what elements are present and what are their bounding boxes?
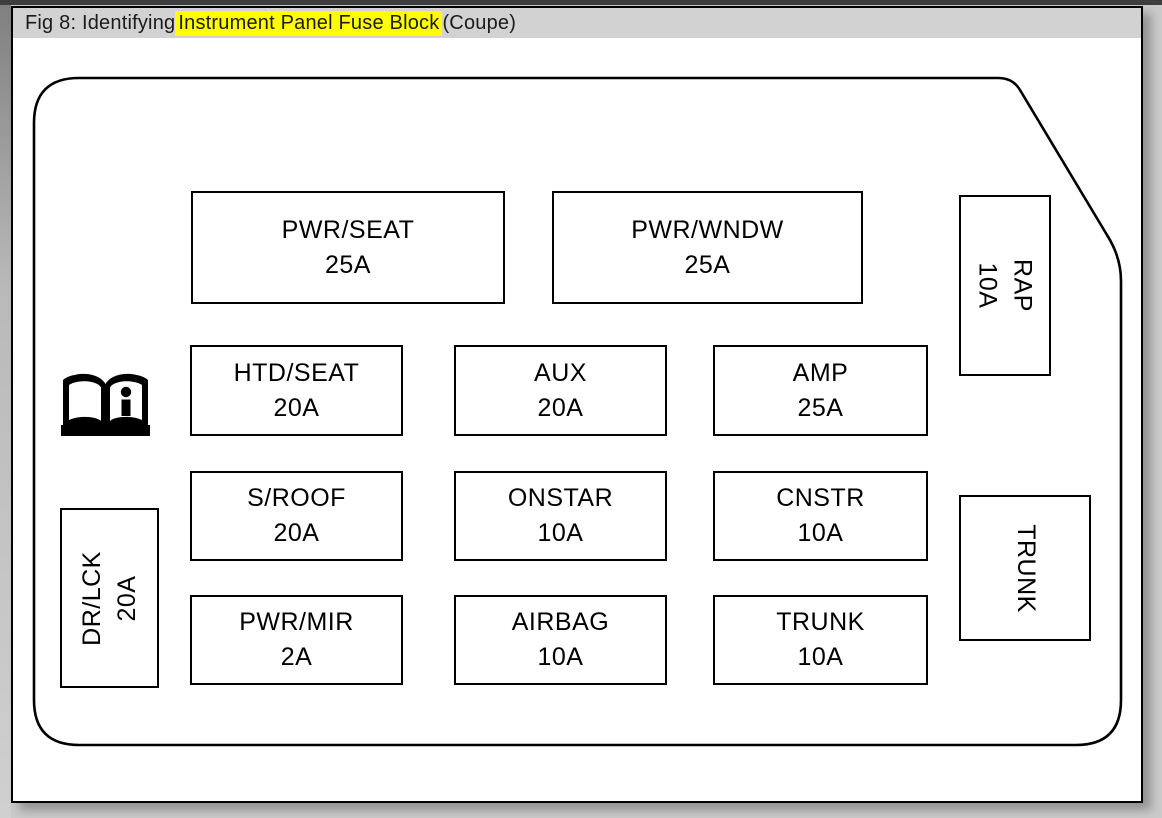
rotated-text: RAP 10A [962,198,1049,374]
fuse-label: ONSTAR [507,484,614,512]
left-margin [0,0,11,818]
fuse-amps: 10A [797,643,844,671]
figure-caption-bar: Fig 8: Identifying Instrument Panel Fuse… [13,8,1141,38]
fuse-label: PWR/SEAT [281,215,415,244]
fuse-htd-seat: HTD/SEAT 20A [190,345,403,436]
fuse-amps: 10A [797,519,844,547]
fuse-label: TRUNK [1011,523,1040,613]
fuse-dr-lck: DR/LCK 20A [60,508,159,688]
fuse-onstar: ONSTAR 10A [454,471,667,561]
fuse-amps: 25A [797,393,844,422]
book-base [61,425,150,436]
fuse-label: AMP [792,358,849,387]
caption-highlighted-text: Instrument Panel Fuse Block [175,10,443,36]
fuse-amps: 20A [112,575,141,621]
fuse-pwr-wndw: PWR/WNDW 25A [552,191,863,304]
fuse-label: TRUNK [776,608,865,636]
fuse-label: S/ROOF [247,484,346,512]
fuse-amps: 10A [537,643,584,671]
fuse-label: AUX [534,358,587,387]
fuse-block-diagram: PWR/SEAT 25A PWR/WNDW 25A HTD/SEAT 20A A… [13,38,1141,773]
fuse-cnstr: CNSTR 10A [713,471,928,561]
book-left-page [69,381,101,421]
fuse-label: DR/LCK [77,550,106,646]
fuse-airbag: AIRBAG 10A [454,595,667,685]
fuse-trunk-side: TRUNK [959,495,1091,641]
rotated-text: TRUNK [962,498,1089,639]
fuse-label: RAP [1009,259,1037,312]
fuse-trunk: TRUNK 10A [713,595,928,685]
info-i-dot [120,386,132,398]
fuse-rap: RAP 10A [959,195,1051,376]
fuse-pwr-mir: PWR/MIR 2A [190,595,403,685]
fuse-pwr-seat: PWR/SEAT 25A [191,191,505,304]
fuse-label: CNSTR [776,484,865,512]
caption-prefix: Fig 8: Identifying [25,11,176,34]
fuse-amps: 10A [974,262,1002,309]
fuse-s-roof: S/ROOF 20A [190,471,403,561]
owners-manual-book-icon [61,373,150,436]
fuse-label: PWR/MIR [239,608,354,636]
fuse-label: PWR/WNDW [631,215,784,244]
info-i-stem [121,399,131,416]
fuse-amps: 20A [273,519,320,547]
fuse-amps: 2A [280,643,313,671]
fuse-amp: AMP 25A [713,345,928,436]
top-margin [0,0,1162,5]
fuse-amps: 20A [273,393,320,422]
fuse-label: AIRBAG [511,608,610,636]
figure-page: Fig 8: Identifying Instrument Panel Fuse… [11,6,1143,803]
fuse-aux: AUX 20A [454,345,667,436]
fuse-label: HTD/SEAT [233,358,360,387]
fuse-amps: 20A [537,393,584,422]
rotated-text: DR/LCK 20A [63,514,156,683]
caption-suffix: (Coupe) [442,11,517,34]
fuse-amps: 10A [537,519,584,547]
fuse-amps: 25A [684,250,731,279]
fuse-amps: 25A [325,250,371,279]
